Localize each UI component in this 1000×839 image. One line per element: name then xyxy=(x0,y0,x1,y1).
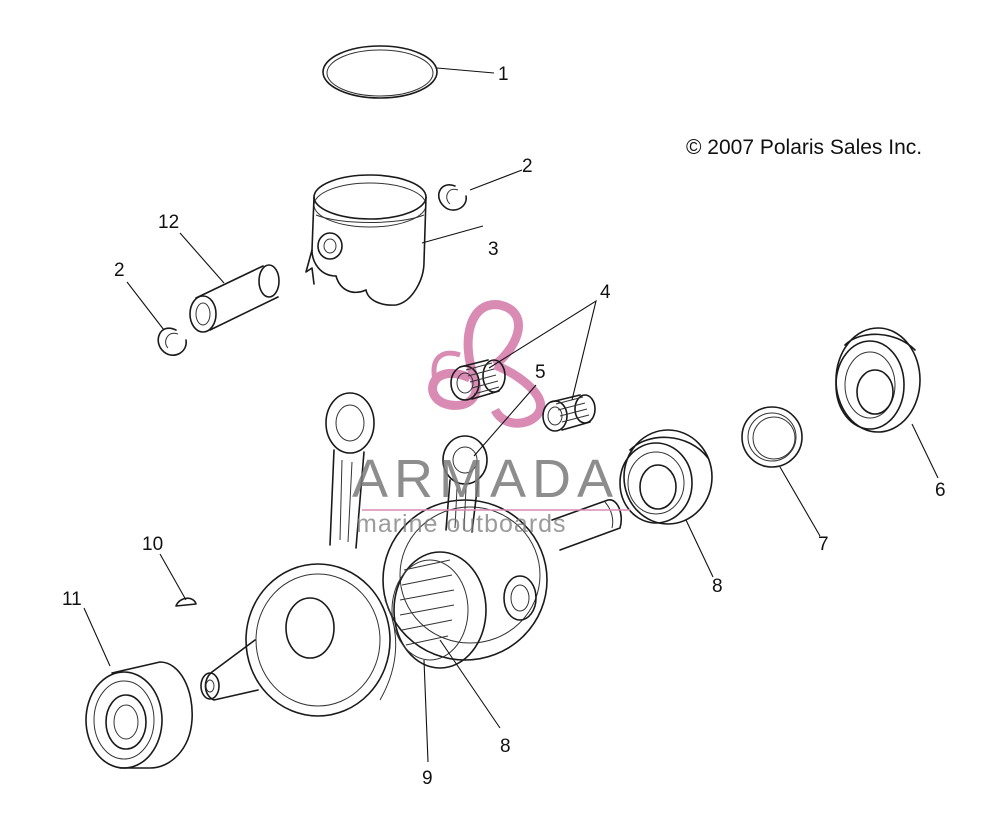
callout-8-upper: 8 xyxy=(712,576,723,597)
callout-6: 6 xyxy=(935,480,946,501)
watermark-logo-icon xyxy=(428,300,546,428)
callout-10: 10 xyxy=(142,534,163,555)
callout-8-lower: 8 xyxy=(500,736,511,757)
piston-ring xyxy=(322,45,438,99)
callout-4: 4 xyxy=(600,282,611,303)
callout-12: 12 xyxy=(158,212,179,233)
callout-2-left: 2 xyxy=(114,260,125,281)
crankshaft-bearing-left xyxy=(85,661,193,769)
ring-washer xyxy=(741,406,803,468)
callout-9: 9 xyxy=(422,768,433,789)
piston-pin xyxy=(189,264,280,333)
leader-lines xyxy=(83,67,939,763)
callout-1: 1 xyxy=(498,64,509,85)
needle-bearing-upper xyxy=(450,359,506,401)
retaining-ring-left xyxy=(157,327,187,356)
crankshaft-bearing-right xyxy=(835,327,921,433)
retaining-ring-right xyxy=(437,184,467,211)
woodruff-key xyxy=(175,597,197,607)
needle-bearing-lower xyxy=(542,394,596,432)
piston xyxy=(305,174,427,306)
watermark-tagline: marine outboards xyxy=(356,510,567,538)
copyright-notice: © 2007 Polaris Sales Inc. xyxy=(686,136,922,159)
callout-11: 11 xyxy=(62,589,82,610)
callout-7: 7 xyxy=(818,534,829,555)
crankshaft xyxy=(200,392,623,717)
callout-3: 3 xyxy=(488,239,499,260)
crankshaft-bearing-upper xyxy=(619,429,713,525)
watermark-brand: ARMADA xyxy=(352,449,619,509)
callout-2-right: 2 xyxy=(522,156,533,177)
callout-5: 5 xyxy=(535,362,546,383)
